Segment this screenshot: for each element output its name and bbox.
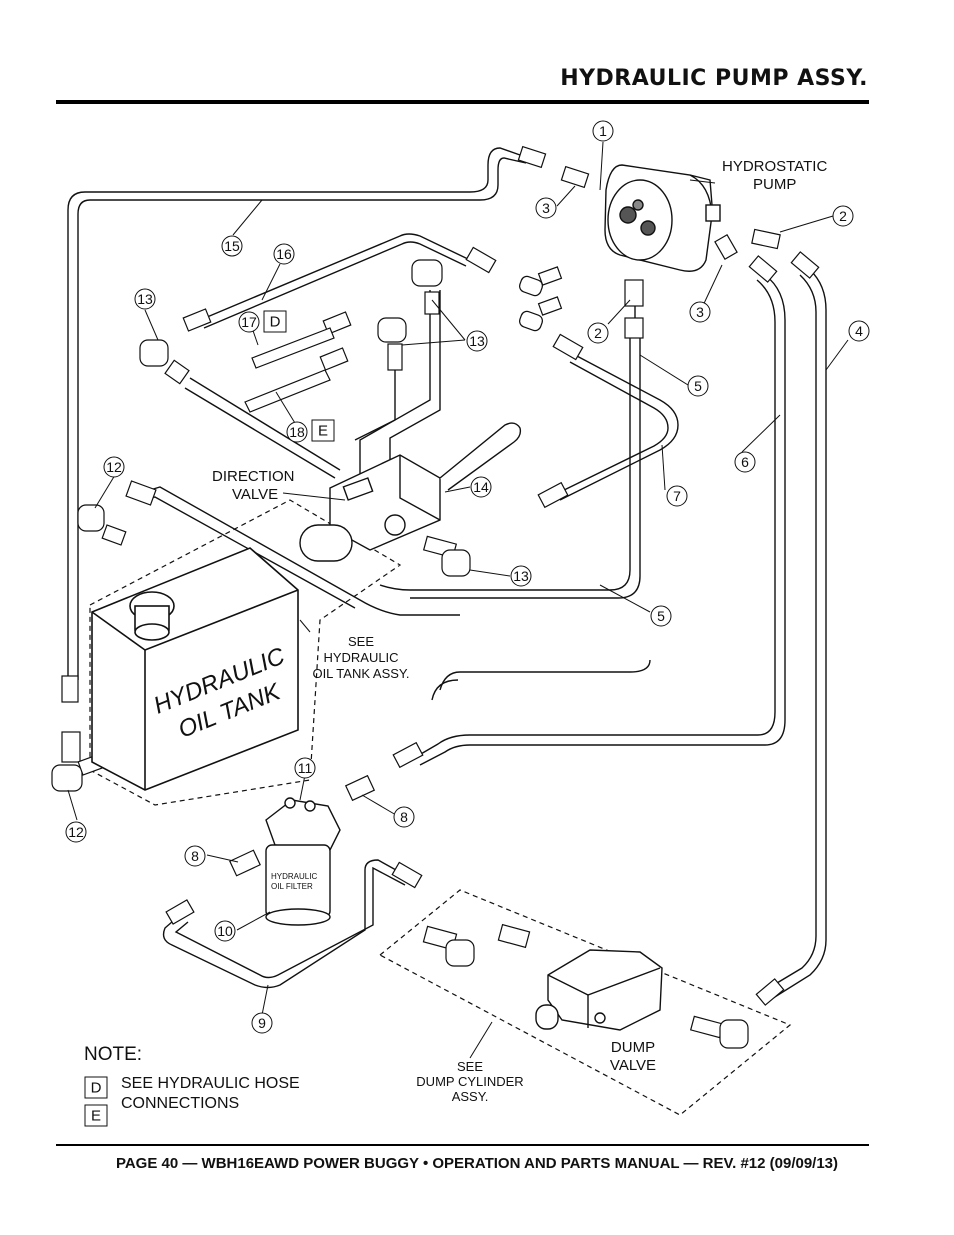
callout-8a	[393, 806, 415, 828]
callout-number: 8	[191, 848, 199, 864]
label-pump: PUMP	[753, 176, 796, 193]
hose-piece-18	[244, 369, 331, 413]
callout-number: 8	[400, 809, 408, 825]
callout-number: 13	[469, 333, 485, 349]
direction-valve	[299, 422, 522, 562]
callout-number: 3	[542, 200, 550, 216]
callout-13c	[510, 565, 532, 587]
note-key-e: E	[91, 1108, 101, 1125]
callout-12b	[65, 821, 87, 843]
callout-number: 2	[839, 208, 847, 224]
hose-9	[162, 859, 406, 989]
callout-10	[214, 920, 236, 942]
callout-9	[251, 1012, 273, 1034]
note-line-2: CONNECTIONS	[121, 1095, 239, 1112]
callout-number: 14	[473, 479, 489, 495]
callout-number: 1	[599, 123, 607, 139]
callout-3b	[689, 301, 711, 323]
page-title: HYDRAULIC PUMP ASSY.	[560, 66, 868, 91]
callout-number: 12	[106, 459, 122, 475]
hydraulic-oil-filter	[265, 797, 341, 926]
hose-4	[769, 269, 827, 1001]
hydraulic-oil-tank	[91, 547, 299, 791]
label-see-tank-1: SEE	[348, 634, 374, 649]
callout-15	[221, 235, 243, 257]
callout-number: 9	[258, 1015, 266, 1031]
callout-number: 10	[217, 923, 233, 939]
note-key-d: D	[91, 1080, 102, 1097]
callout-2a	[832, 205, 854, 227]
callout-18	[286, 421, 308, 443]
note-title: NOTE:	[84, 1044, 142, 1065]
label-dump-valve: VALVE	[610, 1057, 656, 1074]
callout-3a	[535, 197, 557, 219]
callout-number: 17	[241, 314, 257, 330]
callout-number: 11	[298, 760, 313, 776]
callout-number: 13	[513, 568, 529, 584]
page-footer: PAGE 40 — WBH16EAWD POWER BUGGY • OPERAT…	[115, 1155, 839, 1172]
tank-boundary	[89, 499, 402, 806]
hose-15	[67, 147, 521, 680]
callout-5b	[650, 605, 672, 627]
note-box-d	[84, 1076, 108, 1099]
hose-12-upper	[149, 486, 460, 616]
header-rule	[56, 100, 869, 104]
label-see-dump-3: ASSY.	[452, 1089, 489, 1104]
label-hydrostatic: HYDROSTATIC	[722, 158, 827, 175]
callout-7	[666, 485, 688, 507]
callout-13b	[466, 330, 488, 352]
footer-rule	[56, 1144, 869, 1146]
callout-number: 5	[694, 378, 702, 394]
callout-number: 15	[224, 238, 240, 254]
dump-valve	[535, 949, 663, 1031]
hydrostatic-pump	[604, 164, 721, 272]
filter-text-2: OIL FILTER	[271, 882, 313, 891]
callout-number: 2	[594, 325, 602, 341]
callout-6	[734, 451, 756, 473]
boxed-letter-d: D	[270, 314, 281, 331]
callout-number: 4	[855, 323, 863, 339]
callout-16	[273, 243, 295, 265]
box-d-label	[263, 310, 287, 333]
label-direction: DIRECTION	[212, 468, 295, 485]
callout-number: 18	[289, 424, 305, 440]
hose-piece-17	[251, 327, 335, 369]
boxed-letter-e: E	[318, 423, 328, 440]
callout-14	[470, 476, 492, 498]
callout-17	[238, 311, 260, 333]
dump-boundary	[378, 889, 792, 1116]
callout-5a	[687, 375, 709, 397]
callout-4	[848, 320, 870, 342]
box-e-label	[311, 419, 335, 442]
callout-number: 5	[657, 608, 665, 624]
callout-number: 7	[673, 488, 681, 504]
hose-7	[559, 354, 679, 501]
note-line-1: SEE HYDRAULIC HOSE	[121, 1075, 300, 1092]
note-box-e	[84, 1104, 108, 1127]
callout-12a	[103, 456, 125, 478]
callout-13a	[134, 288, 156, 310]
label-see-dump-2: DUMP CYLINDER	[416, 1074, 523, 1089]
label-see-tank-2: HYDRAULIC	[323, 650, 398, 665]
callout-number: 3	[696, 304, 704, 320]
label-valve: VALVE	[232, 486, 278, 503]
hose-5	[379, 330, 631, 591]
filter-text-1: HYDRAULIC	[271, 872, 317, 881]
callout-number: 6	[741, 454, 749, 470]
callout-8b	[184, 845, 206, 867]
callout-number: 12	[68, 824, 84, 840]
label-see-dump-1: SEE	[457, 1059, 483, 1074]
callout-number: 13	[137, 291, 153, 307]
hose-16	[199, 233, 471, 321]
callouts	[65, 120, 870, 1034]
callout-number: 16	[276, 246, 292, 262]
label-dump: DUMP	[611, 1039, 655, 1056]
callout-2b	[587, 322, 609, 344]
callout-1	[592, 120, 614, 142]
hose-6	[419, 274, 786, 766]
label-see-tank-3: OIL TANK ASSY.	[312, 666, 409, 681]
callout-11	[294, 757, 316, 779]
